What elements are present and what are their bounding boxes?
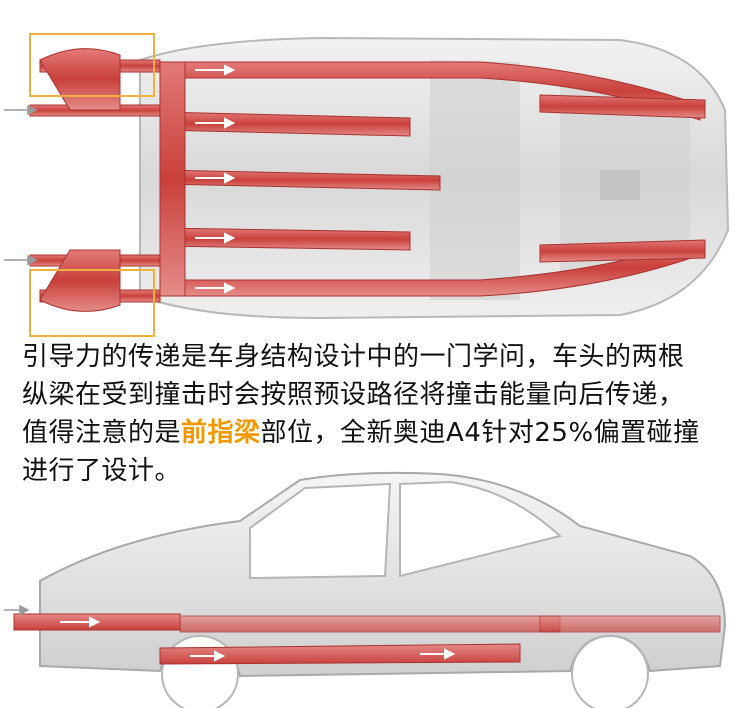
car-body-side-view <box>0 466 744 708</box>
rear-wheel-arch <box>572 636 648 708</box>
caption-line-3: 值得注意的是前指梁部位，全新奥迪A4针对25%偏置碰撞 <box>22 414 734 452</box>
caption-line-3-prefix: 值得注意的是 <box>22 418 181 448</box>
caption-line-2: 纵梁在受到撞击时会按照预设路径将撞击能量向后传递， <box>22 376 734 414</box>
side-impact-arrow <box>4 606 28 614</box>
caption-line-1: 引导力的传递是车身结构设计中的一门学问，车头的两根 <box>22 338 734 376</box>
car-body-top-view <box>0 0 744 340</box>
caption-line-3-suffix: 部位，全新奥迪A4针对25%偏置碰撞 <box>261 418 700 448</box>
impact-arrows-left <box>4 106 36 264</box>
front-window <box>250 484 390 578</box>
caption-highlight-term: 前指梁 <box>181 418 261 448</box>
